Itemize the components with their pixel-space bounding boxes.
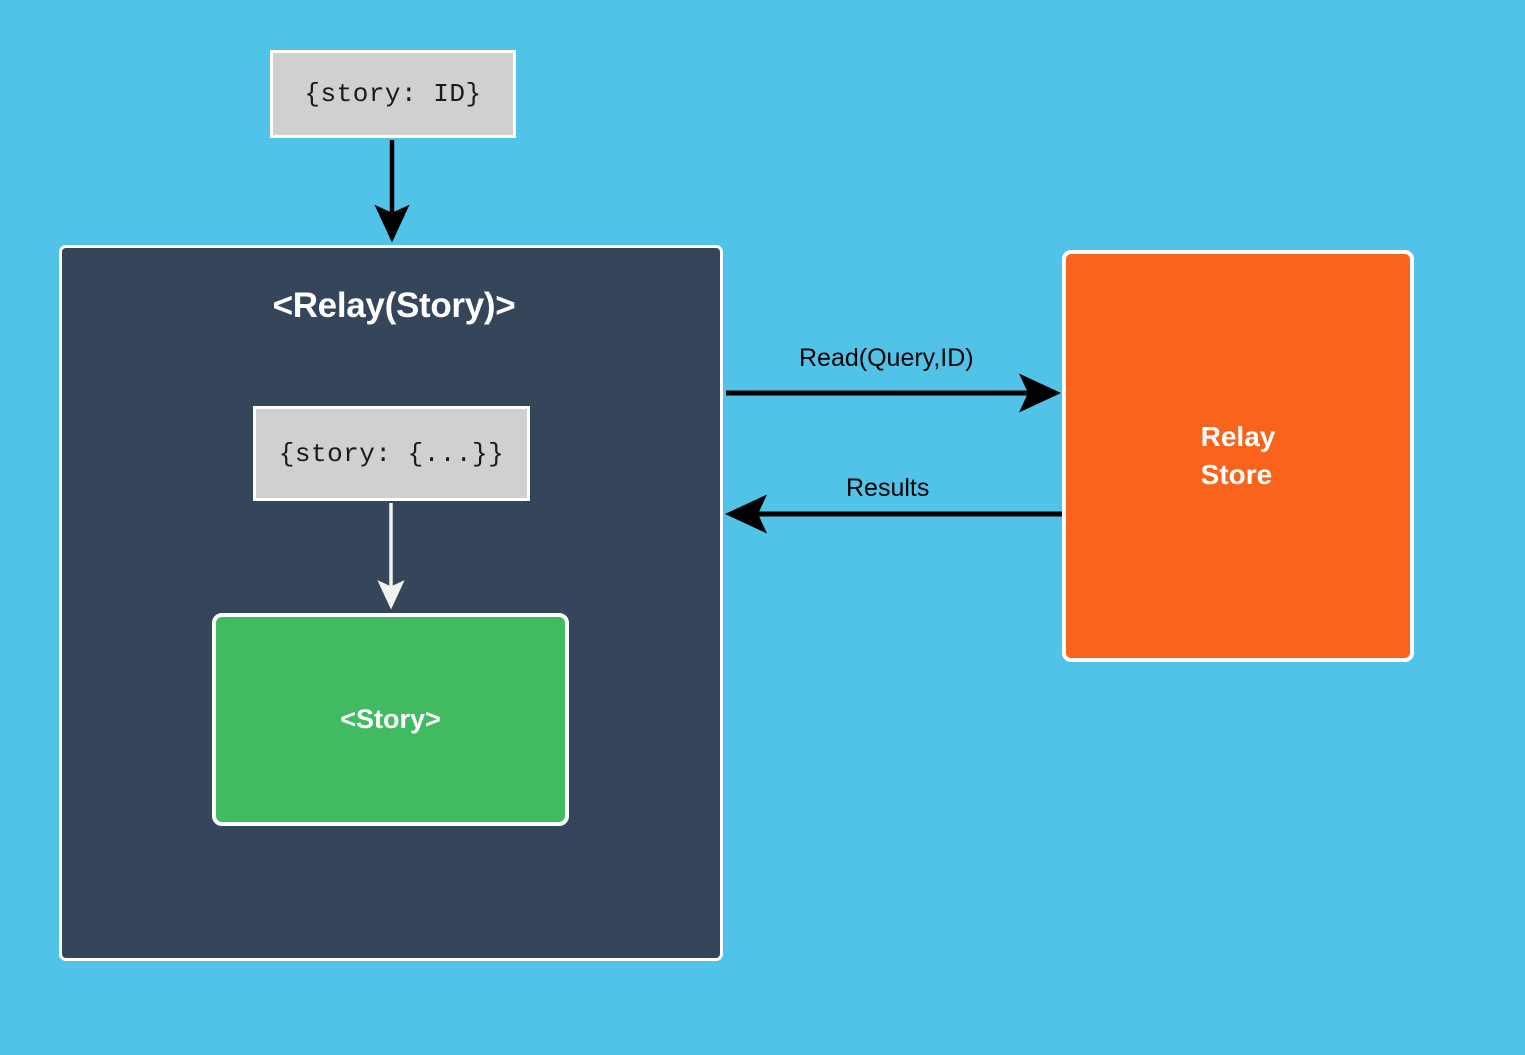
relay-store-label-group: Relay Store [1201,418,1276,493]
story-component-label: <Story> [340,704,441,734]
props-output-chip: {story: {...}} [253,406,530,501]
props-input-chip: {story: ID} [270,50,516,138]
relay-store-label-line2: Store [1200,459,1273,490]
story-component-box: <Story> [212,613,569,826]
relay-story-container: <Relay(Story)> [59,245,723,961]
relay-store-box: Relay Store [1062,250,1414,662]
props-input-label: {story: ID} [304,79,482,109]
relay-store-label-line1: Relay [1200,421,1276,453]
props-output-label: {story: {...}} [278,438,505,469]
relay-story-title: <Relay(Story)> [272,286,516,325]
edge-label-results: Results [846,474,930,502]
edge-label-read-query: Read(Query,ID) [799,344,974,372]
